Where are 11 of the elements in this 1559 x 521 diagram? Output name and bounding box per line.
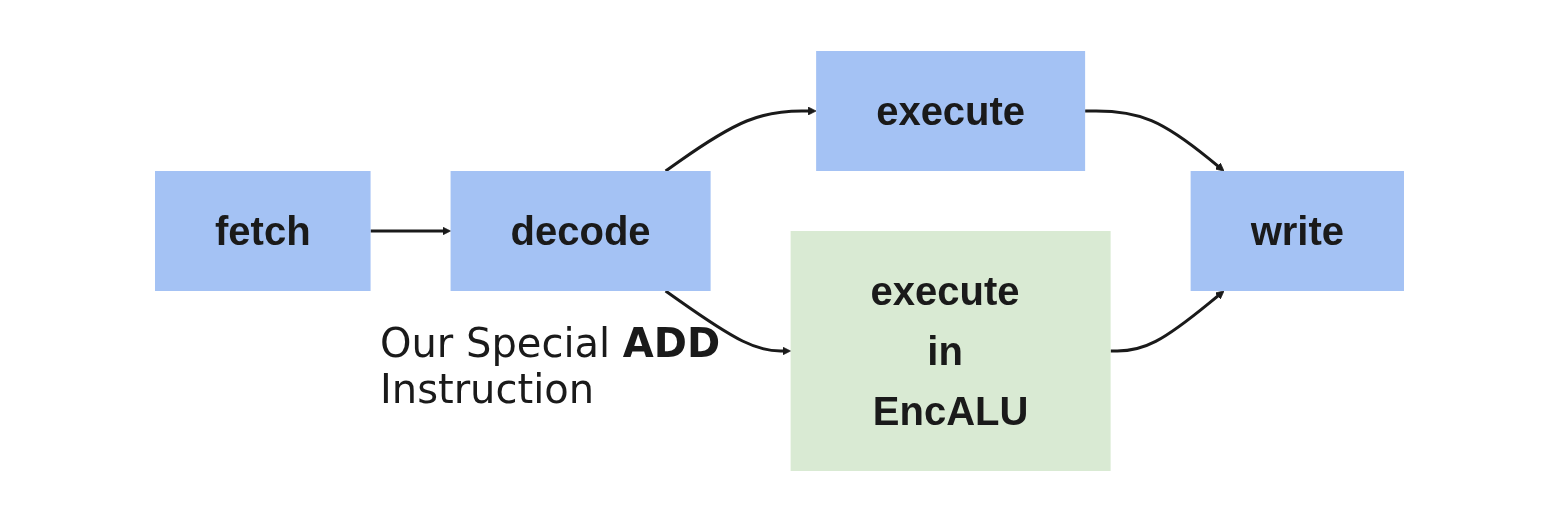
arrow xyxy=(1085,109,1225,171)
arrow xyxy=(664,289,792,355)
node-box: execute xyxy=(816,50,1086,171)
node-box: write xyxy=(1190,170,1404,291)
arrow xyxy=(370,226,451,235)
node-box: fetch xyxy=(155,170,371,291)
node-box: decode xyxy=(450,170,711,291)
node-box: execute in EncALU xyxy=(790,230,1111,471)
arrow xyxy=(1110,290,1225,352)
annotation-text: Our Special ADD Instruction xyxy=(380,320,722,412)
arrow xyxy=(664,106,817,172)
